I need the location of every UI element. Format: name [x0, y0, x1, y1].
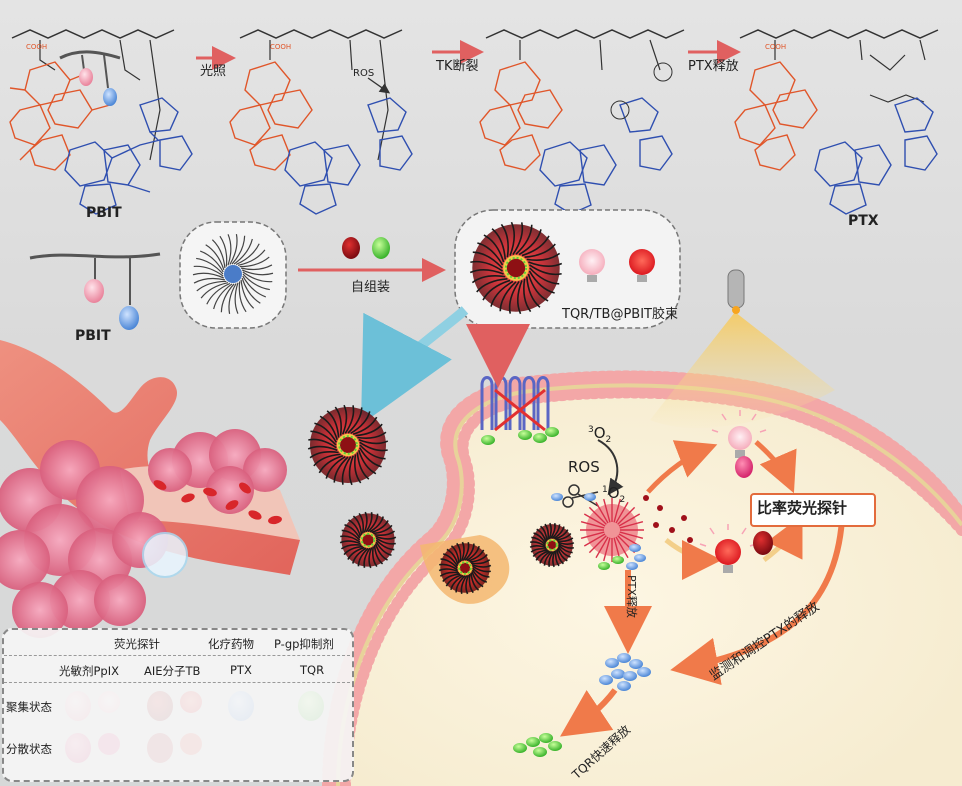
molecule-pbit: [9, 29, 193, 215]
lamp-icon: [650, 269, 835, 429]
cell-arrows: [560, 440, 845, 737]
cooh-label-3: COOH: [765, 43, 787, 51]
red-blood-cells: [153, 480, 282, 525]
pbit-label-middle: PBIT: [75, 328, 111, 344]
bulb-icon-red-on: [629, 249, 655, 275]
pgp-transporter: [466, 324, 550, 430]
top-arrows: [196, 40, 741, 70]
pgp-blocked-cross: [494, 388, 546, 432]
tumor-cell: [322, 370, 962, 786]
ros-top-label: ROS: [353, 68, 375, 79]
legend-row-aggregated: 聚集状态: [6, 700, 52, 714]
singlet-oxygen-label: 1O2: [602, 484, 626, 505]
cooh-label-2: COOH: [270, 43, 292, 51]
bulb-icon: [711, 410, 767, 478]
tqr-pile: [513, 733, 562, 757]
loaded-micelle-core: [469, 221, 563, 315]
aie-dispersed-dots: [643, 495, 693, 543]
legend-divider-1: [4, 655, 350, 656]
molecule-ptx-released: [734, 29, 939, 215]
self-assembly-arrow: [298, 237, 446, 282]
micelles-in-transit: [307, 404, 575, 595]
ros-cell-label: ROS: [568, 458, 600, 476]
bulb-icon-red: [699, 524, 773, 573]
ratio-probe-label: 比率荧光探针: [757, 499, 848, 517]
legend-row-dispersed: 分散状态: [6, 742, 52, 756]
ptx-released-particles: [551, 493, 646, 570]
ptx-release-cell-label: PTX释放: [625, 575, 638, 618]
micelle-label: TQR/TB@PBIT胶束: [562, 307, 678, 322]
micelle-in-endosome: [438, 541, 492, 595]
tumor-tissue: [0, 429, 287, 638]
tqr-released-particles: [598, 556, 624, 570]
ptx-label-top: PTX: [848, 213, 879, 229]
empty-micelle: [179, 221, 287, 329]
legend-col-tqr: TQR: [300, 663, 325, 677]
legend-panel: 荧光探针 化疗药物 P-gp抑制剂 光敏剂PpIX AIE分子TB PTX TQ…: [2, 628, 354, 782]
pbit-label-top: PBIT: [86, 205, 122, 221]
legend-divider-2: [4, 682, 350, 683]
molecule-after-light: [229, 29, 413, 215]
micelle-at-membrane: [339, 511, 397, 569]
ratio-probe-box: [750, 493, 876, 527]
legend-header-probe: 荧光探针: [114, 637, 160, 651]
micelle-near-vessel: [307, 404, 389, 486]
legend-header-pgp: P-gp抑制剂: [274, 637, 334, 651]
legend-col-ppix: 光敏剂PpIX: [59, 664, 120, 678]
legend-col-aie: AIE分子TB: [144, 664, 201, 678]
legend-col-ptx: PTX: [230, 663, 252, 677]
legend-header-chemo: 化疗药物: [208, 637, 254, 651]
delivery-arrow: [361, 306, 469, 425]
ptx-pile: [599, 653, 651, 691]
vessel-pore: [142, 532, 188, 578]
pbit-polymer-icon-top: [59, 50, 121, 106]
micelle-inside-cell: [529, 522, 575, 568]
loaded-micelle: [454, 209, 681, 329]
ros-arrow: [597, 439, 624, 496]
bulb-icon-pink-off: [579, 249, 605, 275]
triplet-oxygen-label: 3O2: [588, 424, 612, 445]
molecule-after-tk-cleavage: [479, 29, 685, 215]
pbit-polymer-chain: [29, 252, 161, 330]
ptx-release-top-label: PTX释放: [688, 59, 739, 74]
tk-cleavage-label: TK断裂: [436, 59, 479, 74]
self-assembly-label: 自组装: [351, 280, 391, 295]
tqr-at-membrane: [481, 427, 559, 445]
cooh-label-1: COOH: [26, 43, 48, 51]
light-label: 光照: [200, 64, 227, 79]
disassembling-micelle: [580, 498, 644, 562]
